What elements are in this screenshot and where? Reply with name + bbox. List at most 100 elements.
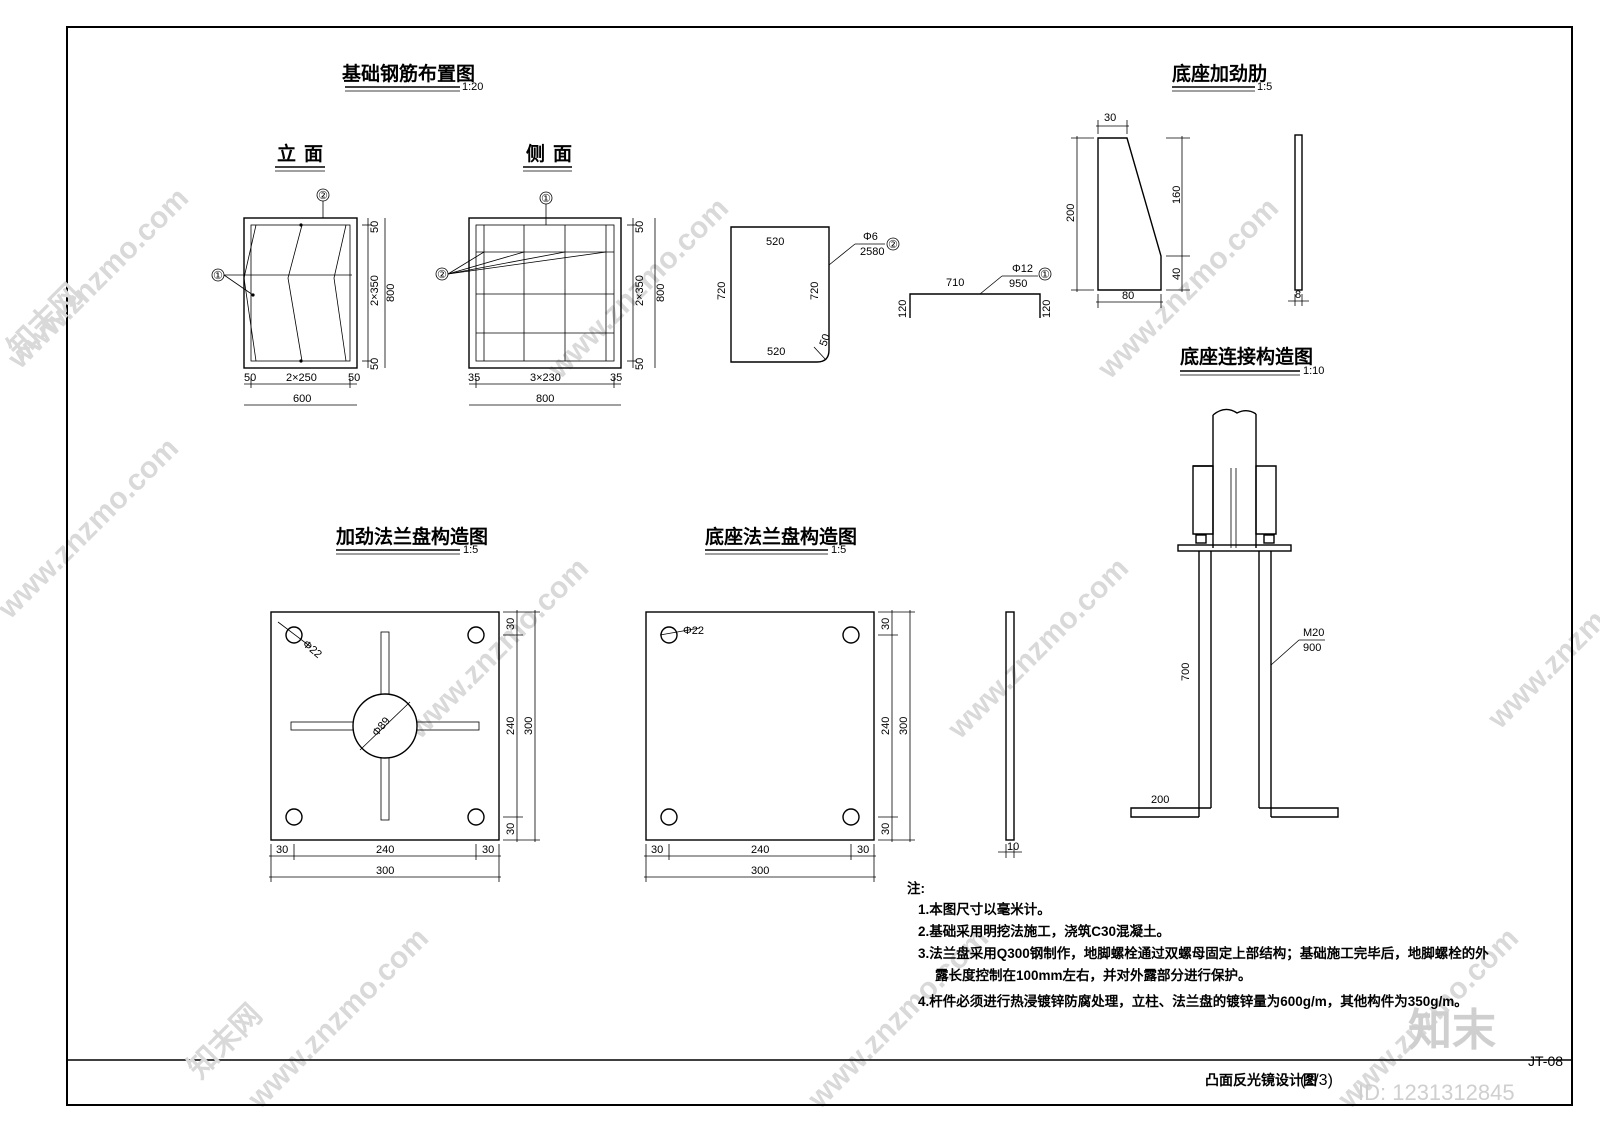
bar1-total: 950 [1009,278,1027,290]
base-flange-h-left: 30 [651,844,663,856]
base-flange-scale: 1:5 [831,544,846,556]
stiff-flange-title-text: 加劲法兰盘构造图 [335,525,488,548]
stirrup-detail: 520 520 720 720 50 Φ6 2580 ② [716,226,900,363]
base-flange-title-text: 底座法兰盘构造图 [705,525,857,548]
side-view: ② ① 50 2×350 50 800 35 3×230 35 800 [435,191,667,406]
stiff-flange-h-right: 30 [482,844,494,856]
connection-scale: 1:10 [1303,365,1324,377]
stiff-flange-v-bot: 30 [505,823,517,835]
brand-id: ID: 1231312845 [1358,1080,1515,1105]
stiffener-dim-upper: 160 [1171,186,1183,204]
notes-heading: 注: [907,880,925,896]
stiffener-detail: 30 200 160 40 80 8 [1065,112,1309,308]
stiffener-dim-height: 200 [1065,204,1077,222]
bar1-dim-leg-right: 120 [1041,300,1053,318]
elevation-dim-right: 50 [348,372,360,384]
elevation-dim-top: 50 [369,221,381,233]
connection-foot: 200 [1151,794,1169,806]
watermark-text: www.znzmo.com [0,432,185,626]
elevation-dim-mid: 2×350 [369,275,381,306]
side-title-text: 侧面 [526,143,580,165]
bar1-dim-length: 710 [946,277,964,289]
stiff-flange-title: 加劲法兰盘构造图 1:5 [335,525,488,556]
stiff-flange-h-left: 30 [276,844,288,856]
note-line-2: 2.基础采用明挖法施工，浇筑C30混凝土。 [918,923,1170,939]
stirrup-dim-left: 720 [716,282,728,300]
base-flange-v-mid: 240 [880,717,892,735]
elevation-dim-center: 2×250 [286,372,317,384]
side-dim-left: 35 [468,372,480,384]
base-flange-v-top: 30 [880,618,892,630]
side-dim-top: 50 [634,221,646,233]
connection-bolt: M20 [1303,627,1324,639]
stiffener-title: 底座加劲肋 1:5 [1172,62,1272,93]
side-dim-mid: 2×350 [634,275,646,306]
stiff-flange-h-mid: 240 [376,844,394,856]
watermark-layer: www.znzmo.com www.znzmo.com www.znzmo.co… [0,182,1600,1116]
elevation-title: 立面 [275,142,331,172]
elevation-title-text: 立面 [277,142,331,165]
connection-title: 底座连接构造图 1:10 [1180,345,1324,377]
watermark-text: www.znzmo.com [241,922,435,1116]
base-flange-hole: Φ22 [683,625,704,637]
base-flange-detail: Φ22 30 240 30 300 30 240 30 300 10 [644,610,1022,882]
stirrup-dim-hook: 50 [818,332,833,348]
sheet-title: 凸面反光镜设计图 [1205,1072,1317,1088]
title-block: JT-08 凸面反光镜设计图 (2/3) [1205,1053,1563,1089]
bar1-detail: 710 120 120 Φ12 950 ① [897,263,1053,318]
elevation-dim-width: 600 [293,393,311,405]
stirrup-length: 2580 [860,246,884,258]
stiff-flange-detail: Φ22 Φ89 30 240 30 300 30 240 30 300 [269,610,540,882]
connection-depth: 700 [1180,663,1192,681]
note-line-4: 露长度控制在100mm左右，并对外露部分进行保护。 [935,967,1252,983]
stirrup-marker-2: ② [888,239,898,251]
watermark-text: www.znzmo.com [1481,542,1600,736]
note-line-3: 3.法兰盘采用Q300钢制作，地脚螺栓通过双螺母固定上部结构；基础施工完毕后，地… [918,945,1489,962]
elevation-marker-1: ① [213,270,223,282]
side-dim-width: 800 [536,393,554,405]
base-flange-h-right: 30 [857,844,869,856]
side-title: 侧面 [523,143,580,172]
connection-bolt-length: 900 [1303,642,1321,654]
stiffener-dim-thickness: 8 [1295,289,1301,301]
stiffener-dim-bottom: 80 [1122,290,1134,302]
stiff-flange-v-total: 300 [523,717,535,735]
stiff-flange-h-total: 300 [376,865,394,877]
rebar-layout-title-text: 基础钢筋布置图 [341,62,475,85]
stirrup-dia: Φ6 [863,231,878,243]
bar1-dia: Φ12 [1012,263,1033,275]
side-dim-bot: 50 [634,358,646,370]
elevation-view: ① ② 50 2×350 50 800 50 2×250 50 600 [211,188,397,406]
elevation-dim-bot: 50 [369,358,381,370]
stiff-flange-hole: Φ22 [300,638,324,661]
side-dim-right: 35 [610,372,622,384]
stiffener-scale: 1:5 [1257,81,1272,93]
stiffener-title-text: 底座加劲肋 [1172,62,1267,85]
base-flange-h-mid: 240 [751,844,769,856]
side-marker-2: ② [437,269,447,281]
stiffener-dim-top: 30 [1104,112,1116,124]
stiff-flange-scale: 1:5 [463,544,478,556]
elevation-dim-left: 50 [244,372,256,384]
watermark-text: www.znzmo.com [941,552,1135,746]
connection-title-text: 底座连接构造图 [1180,345,1313,368]
note-line-1: 1.本图尺寸以毫米计。 [918,901,1051,917]
watermark-text: www.znzmo.com [401,552,595,746]
side-dim-center: 3×230 [530,372,561,384]
base-flange-v-total: 300 [898,717,910,735]
note-line-5: 4.杆件必须进行热浸镀锌防腐处理，立柱、法兰盘的镀锌量为600g/m，其他构件为… [918,993,1468,1009]
brand-logo: 知末 [1408,1006,1496,1055]
sheet-code: JT-08 [1528,1053,1563,1069]
sheet-page: (2/3) [1300,1072,1333,1089]
base-flange-v-bot: 30 [880,823,892,835]
stirrup-dim-top: 520 [766,236,784,248]
bar1-dim-leg-left: 120 [897,300,909,318]
base-flange-title: 底座法兰盘构造图 1:5 [705,525,857,556]
bar1-marker-1: ① [1040,269,1050,281]
elevation-marker-2: ② [318,190,328,202]
notes-block: 注: 1.本图尺寸以毫米计。 2.基础采用明挖法施工，浇筑C30混凝土。 3.法… [907,880,1489,1009]
stiff-flange-v-mid: 240 [505,717,517,735]
elevation-dim-height: 800 [385,284,397,302]
rebar-layout-scale: 1:20 [462,81,483,93]
